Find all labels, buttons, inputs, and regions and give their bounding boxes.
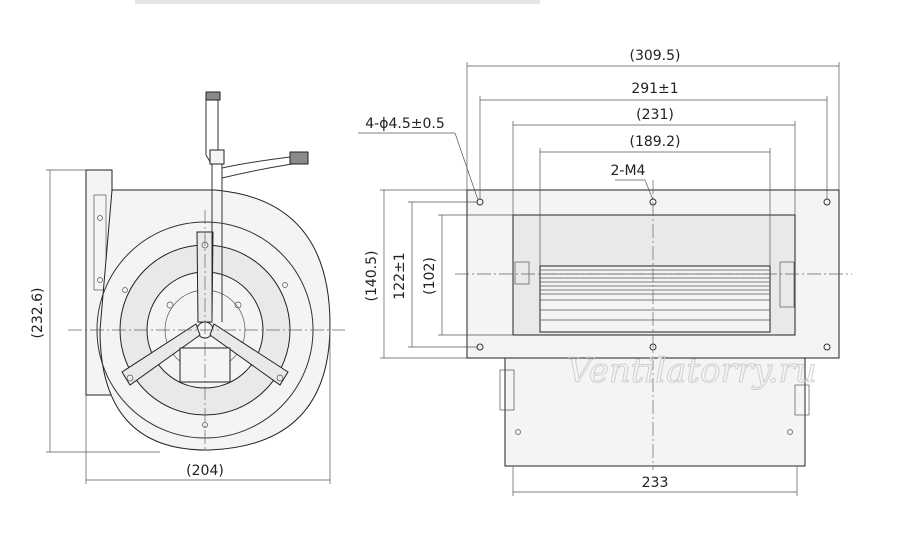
front-hole-vertical-label: 122±1 <box>392 252 408 299</box>
front-impeller <box>539 265 771 333</box>
watermark: Ventilatorry.ru <box>567 351 816 391</box>
front-base-tab <box>499 369 515 411</box>
front-mount-hole <box>823 343 831 351</box>
front-outlet-height-label: (102) <box>422 257 438 295</box>
side-height-label: (232.6) <box>30 287 46 338</box>
front-hole-pitch-label: 291±1 <box>631 81 678 97</box>
side-plate-hole <box>97 277 103 283</box>
front-housing-label: (231) <box>636 107 674 123</box>
side-cable-branch <box>221 156 291 169</box>
side-plate-hole <box>97 215 103 221</box>
side-cable <box>205 100 213 322</box>
front-side-tab <box>779 261 795 308</box>
side-cable-clip <box>209 149 225 165</box>
side-width-label: (204) <box>186 463 224 479</box>
front-flange-height-label: (140.5) <box>364 250 380 301</box>
side-cable-branch <box>221 163 293 179</box>
side-plate-slot <box>93 194 107 291</box>
front-m4-leader <box>644 179 654 201</box>
side-screw <box>122 287 128 293</box>
side-screw <box>234 301 242 309</box>
side-cable-end <box>205 91 221 101</box>
front-hole-leader <box>454 132 479 201</box>
front-screw-label: 2-M4 <box>611 163 646 179</box>
front-overall-label: (309.5) <box>629 48 680 64</box>
side-screw <box>166 301 174 309</box>
front-hole-label: 4-ϕ4.5±0.5 <box>365 116 444 132</box>
front-base <box>504 357 806 467</box>
side-cable-branch-end <box>289 151 309 165</box>
front-side-tab <box>514 261 530 285</box>
side-spider-right <box>209 323 289 386</box>
side-spider-left <box>121 323 201 386</box>
side-view: (232.6) (204) <box>30 91 345 484</box>
front-base-label: 233 <box>642 475 669 491</box>
side-screw <box>126 374 134 382</box>
front-outlet-label: (189.2) <box>629 134 680 150</box>
front-base-hole <box>515 429 521 435</box>
front-base-tab <box>794 384 810 416</box>
side-screw <box>202 422 208 428</box>
side-screw <box>282 282 288 288</box>
front-view: (309.5) 291±1 (231) (189.2) 2-M4 4-ϕ4.5±… <box>358 48 852 496</box>
top-bar <box>135 0 540 4</box>
front-base-hole <box>787 429 793 435</box>
side-screw <box>276 374 284 382</box>
